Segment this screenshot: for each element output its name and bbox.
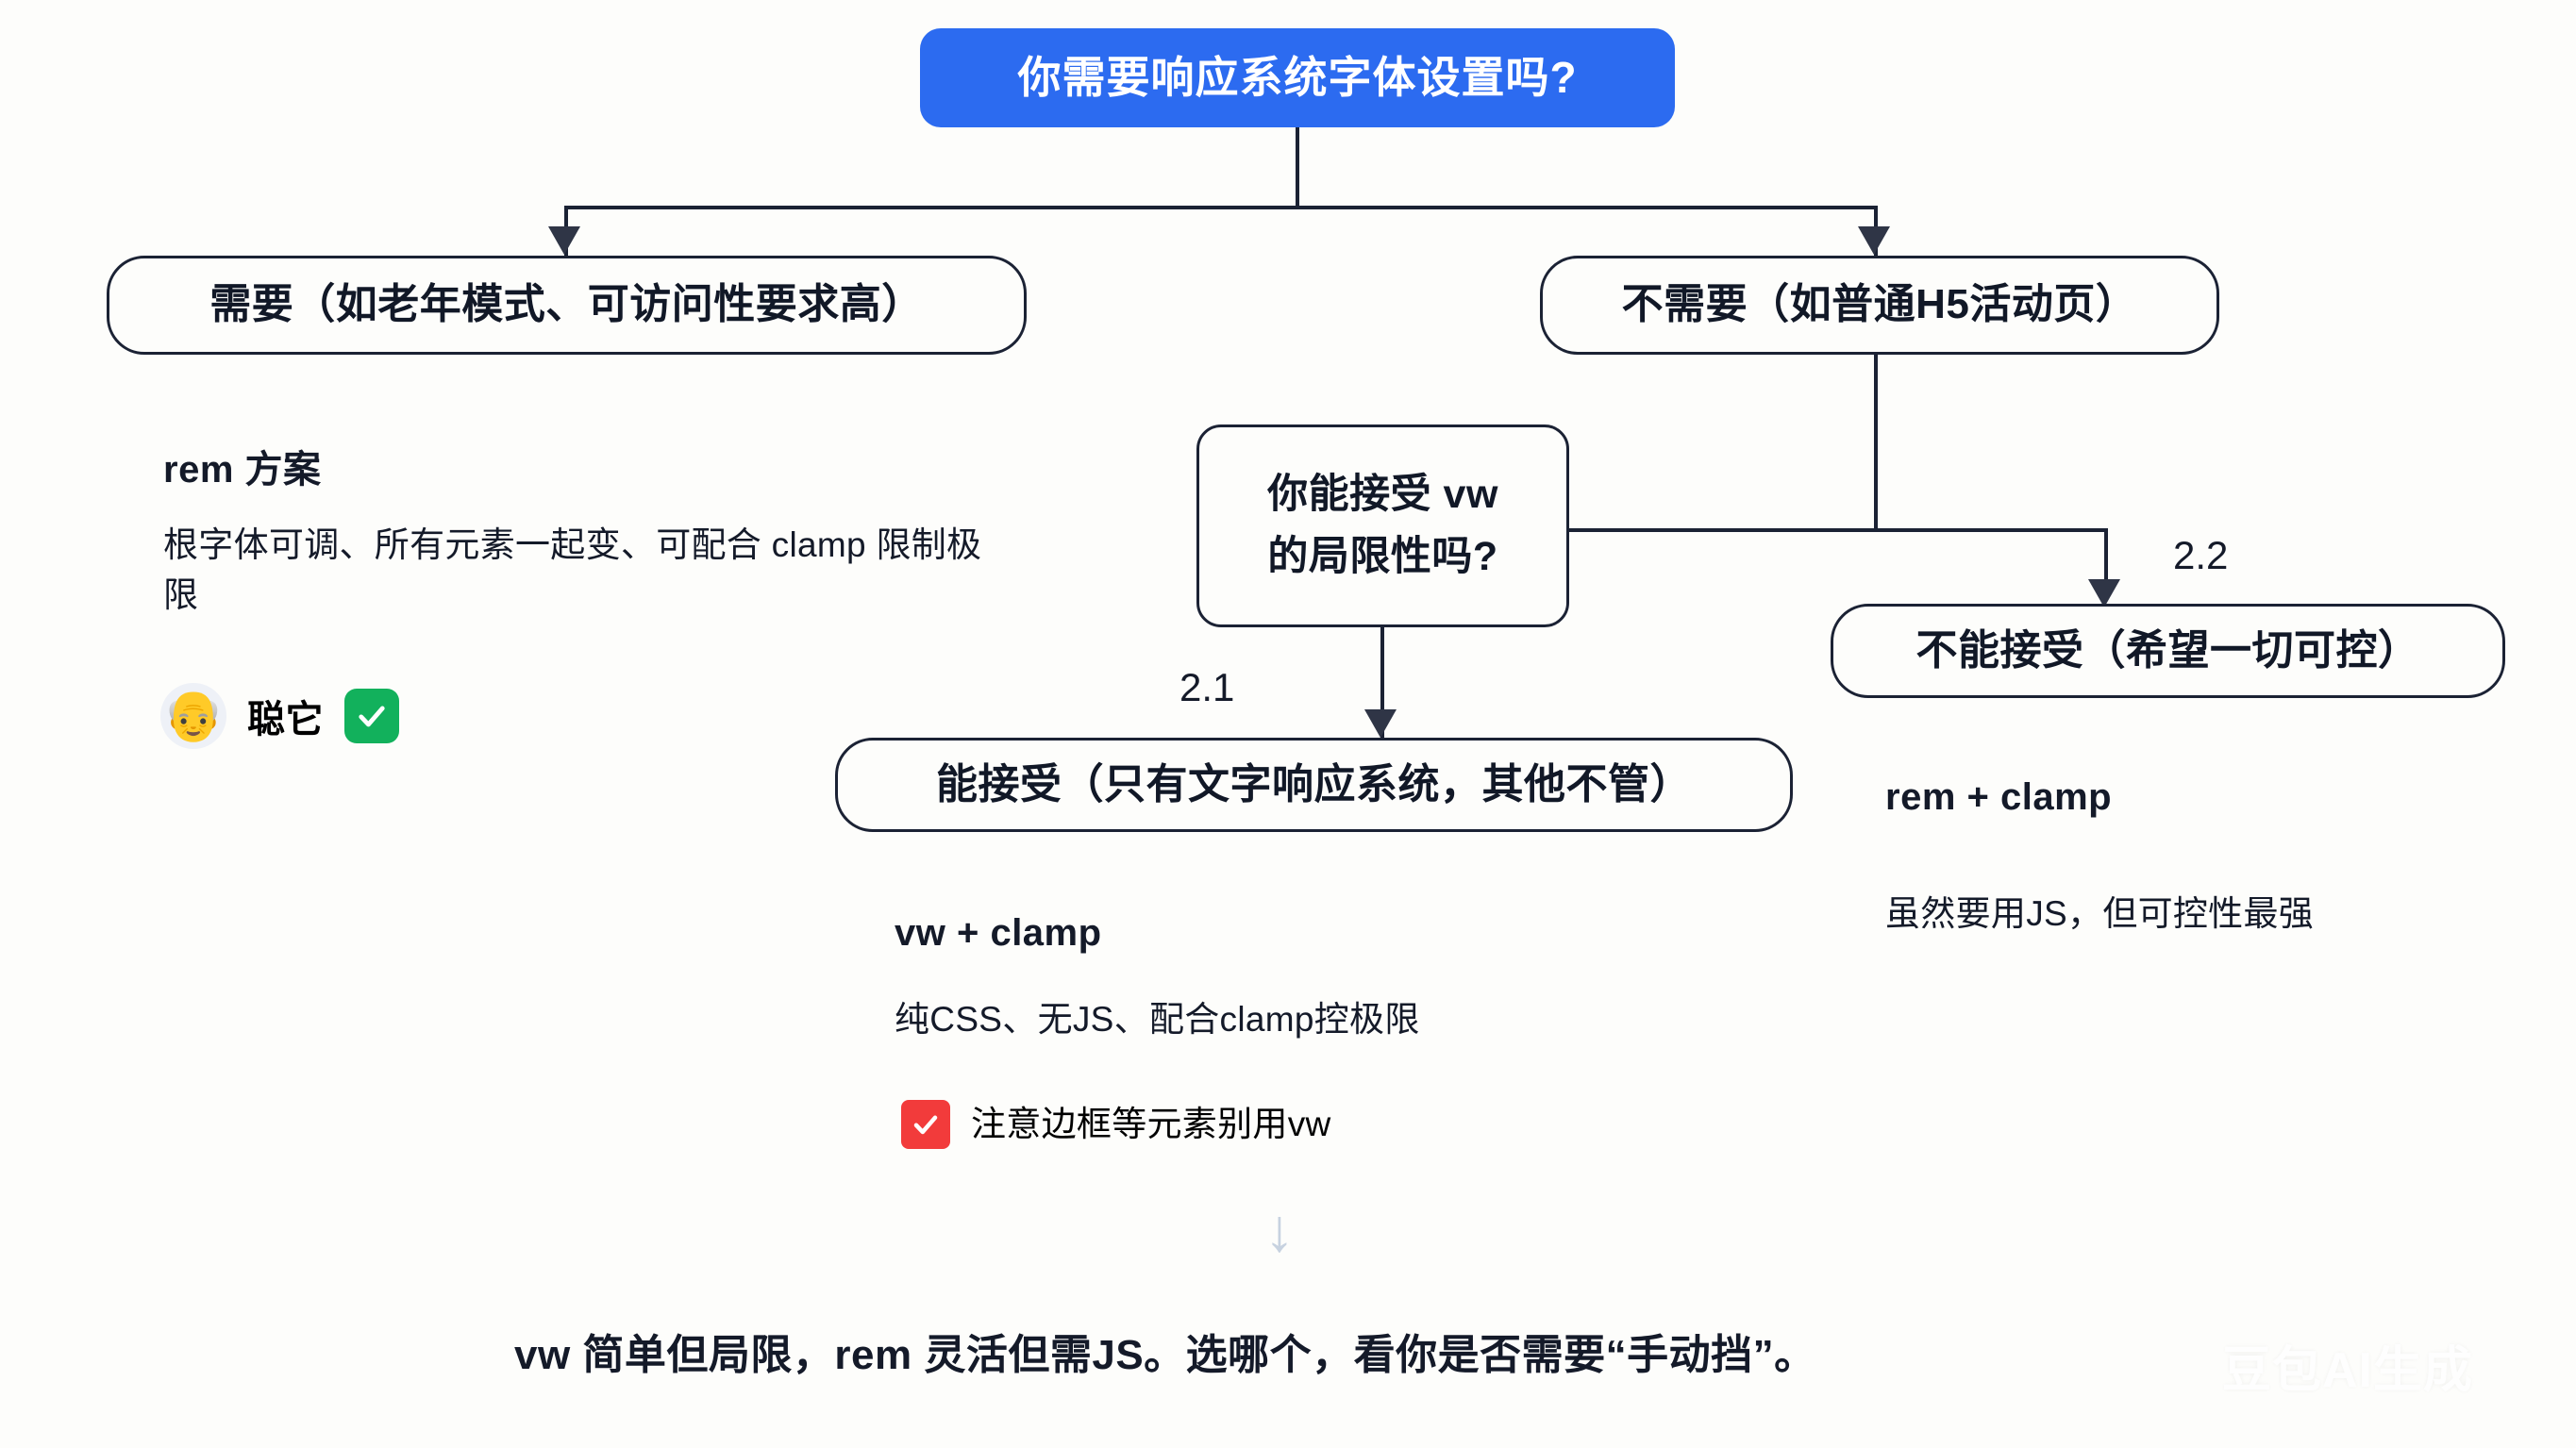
solution-rem-clamp-title: rem + clamp [1885, 776, 2113, 818]
elderly-man-emoji-icon: 👴 [160, 683, 226, 749]
solution-rem-title: rem 方案 [163, 449, 322, 491]
decision-node-line-1: 你能接受 vw [1267, 472, 1498, 518]
connector-no-need-stem [1874, 355, 1878, 532]
solution-rem-badge-text: 聪它 [247, 699, 324, 741]
solution-vw-title: vw + clamp [895, 912, 1102, 954]
outcome-node-reject-label: 不能接受（希望一切可控） [1915, 626, 2420, 674]
red-check-icon [901, 1100, 950, 1150]
watermark-label: 豆包AI生成 [2222, 1343, 2474, 1398]
connector-reject-drop [2104, 528, 2108, 592]
down-arrow-icon: ↓ [1264, 1196, 1295, 1264]
arrow-head-left [548, 226, 580, 255]
solution-vw-note-row: 注意边框等元素别用vw [901, 1100, 1331, 1150]
branch-node-need[interactable]: 需要（如老年模式、可访问性要求高） [107, 256, 1027, 355]
root-node-label: 你需要响应系统字体设置吗? [1017, 53, 1578, 103]
branch-node-need-label: 需要（如老年模式、可访问性要求高） [209, 281, 924, 328]
outcome-node-reject[interactable]: 不能接受（希望一切可控） [1831, 604, 2505, 698]
solution-rem-clamp-description: 虽然要用JS，但可控性最强 [1885, 894, 2315, 933]
solution-vw-note-text: 注意边框等元素别用vw [971, 1105, 1331, 1143]
edge-label-2-1: 2.1 [1179, 665, 1235, 709]
arrow-head-accept [1364, 709, 1397, 738]
arrow-head-right [1858, 226, 1890, 255]
solution-rem-description: 根字体可调、所有元素一起变、可配合 clamp 限制极限 [163, 525, 982, 614]
connector-accept-drop [1380, 627, 1384, 739]
solution-rem-badge-row: 👴 聪它 [160, 683, 399, 749]
connector-no-need-split [1569, 528, 2107, 532]
connector-root-stem [1296, 127, 1299, 208]
outcome-node-accept-label: 能接受（只有文字响应系统，其他不管） [936, 760, 1692, 807]
root-decision-node[interactable]: 你需要响应系统字体设置吗? [920, 28, 1675, 127]
solution-vw-description: 纯CSS、无JS、配合clamp控极限 [895, 1000, 1420, 1039]
summary-text: vw 简单但局限，rem 灵活但需JS。选哪个，看你是否需要“手动挡”。 [514, 1332, 1816, 1378]
decision-node-line-2: 的局限性吗? [1267, 533, 1498, 579]
connector-root-split [566, 206, 1878, 209]
green-check-icon [344, 689, 399, 743]
branch-node-no-need-label: 不需要（如普通H5活动页） [1621, 281, 2138, 328]
edge-label-2-2: 2.2 [2173, 533, 2229, 577]
arrow-head-reject [2088, 579, 2120, 607]
branch-node-no-need[interactable]: 不需要（如普通H5活动页） [1540, 256, 2219, 355]
decision-node-vw-limits[interactable]: 你能接受 vw 的局限性吗? [1196, 424, 1569, 627]
outcome-node-accept[interactable]: 能接受（只有文字响应系统，其他不管） [835, 738, 1793, 832]
